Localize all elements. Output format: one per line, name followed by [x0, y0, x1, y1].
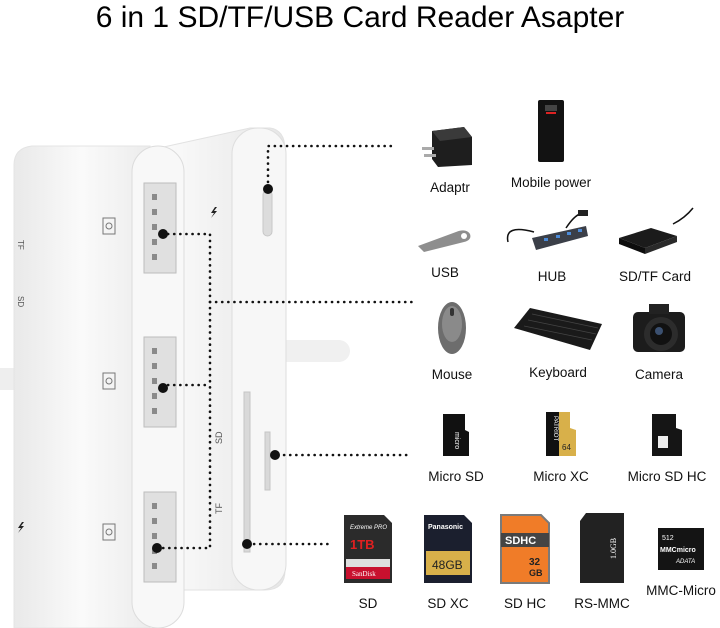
- item-label: SD: [358, 596, 378, 611]
- item-label: Mobile power: [510, 175, 592, 190]
- item-label: Micro SD: [428, 469, 484, 484]
- list-item-camera: Camera: [622, 300, 696, 382]
- sd-slot: [243, 391, 251, 553]
- item-label: MMC-Micro: [646, 583, 716, 598]
- usb-c-port: [262, 189, 273, 237]
- power-adapter-icon: [422, 127, 472, 167]
- item-label: Camera: [634, 367, 683, 382]
- usb-port-1: [143, 182, 177, 274]
- reader-side-face: [231, 127, 287, 591]
- item-label: USB: [431, 265, 459, 280]
- micro-sdhc-card-icon: [652, 414, 682, 456]
- tf-label: TF: [16, 240, 25, 250]
- lightning-icon: [211, 207, 217, 218]
- item-label: Micro XC: [533, 469, 589, 484]
- sdxc-card-icon: Panasonic 48GB: [424, 515, 472, 583]
- usb-port-2: [143, 336, 177, 428]
- tf-slot: [264, 431, 271, 491]
- card-reader-icon: [619, 207, 694, 254]
- list-item-adaptr: Adaptr: [410, 123, 490, 195]
- list-item-sd-tf-card: SD/TF Card: [610, 206, 700, 284]
- svg-text:64: 64: [562, 443, 571, 452]
- mouse-icon: [438, 302, 466, 354]
- list-item-mouse: Mouse: [420, 300, 484, 382]
- left-cable: [0, 368, 16, 390]
- item-label: Micro SD HC: [627, 469, 707, 484]
- sd-slot-label: SD: [214, 431, 224, 444]
- camera-port-icon: [102, 217, 116, 541]
- list-item-micro-sd-hc: Micro SD HC: [622, 412, 712, 484]
- page-title: 6 in 1 SD/TF/USB Card Reader Asapter: [95, 1, 625, 34]
- svg-text:GB: GB: [529, 568, 543, 578]
- svg-text:MMCmicro: MMCmicro: [660, 547, 696, 554]
- list-item-sd: Extreme PRO 1TB SanDisk SD: [338, 513, 398, 611]
- svg-text:32: 32: [529, 557, 541, 568]
- sdhc-card-icon: SDHC 32 GB: [500, 514, 550, 584]
- svg-text:Extreme PRO: Extreme PRO: [350, 525, 387, 531]
- item-label: Adaptr: [430, 180, 470, 195]
- svg-text:SDHC: SDHC: [505, 535, 536, 547]
- item-label: SD/TF Card: [618, 269, 691, 284]
- micro-xc-card-icon: PATRIOT 64: [546, 412, 576, 456]
- micro-sd-card-icon: micro: [443, 414, 469, 456]
- mmc-micro-card-icon: 512 MMCmicro ADATA: [658, 528, 704, 570]
- list-item-mmc-micro: 512 MMCmicro ADATA MMC-Micro: [642, 526, 720, 598]
- list-item-hub: HUB: [500, 208, 604, 284]
- list-item-usb: USB: [412, 222, 478, 280]
- item-label: SD XC: [427, 596, 469, 611]
- list-item-micro-sd: micro Micro SD: [420, 412, 492, 484]
- svg-text:Panasonic: Panasonic: [428, 524, 463, 531]
- camera-icon: [633, 304, 685, 352]
- usb-flash-drive-icon: [418, 230, 471, 252]
- power-bank-icon: [538, 100, 564, 162]
- item-label: Keyboard: [529, 365, 587, 380]
- item-label: RS-MMC: [574, 596, 630, 611]
- item-label: SD HC: [503, 596, 546, 611]
- svg-text:1TB: 1TB: [350, 537, 375, 552]
- svg-text:1.0GB: 1.0GB: [609, 538, 618, 559]
- list-item-mobile-power: Mobile power: [505, 98, 597, 190]
- item-label: HUB: [537, 269, 567, 284]
- item-label: Mouse: [431, 367, 473, 382]
- svg-text:SanDisk: SanDisk: [352, 570, 376, 578]
- usb-port-3: [143, 491, 177, 583]
- tf-slot-label: TF: [214, 503, 224, 514]
- svg-text:512: 512: [662, 535, 674, 542]
- svg-text:micro: micro: [453, 432, 460, 449]
- list-item-sd-xc: Panasonic 48GB SD XC: [418, 513, 478, 611]
- list-item-sd-hc: SDHC 32 GB SD HC: [495, 513, 555, 611]
- lightning-icon: [18, 522, 24, 533]
- list-item-keyboard: Keyboard: [506, 304, 610, 380]
- sd-card-icon: Extreme PRO 1TB SanDisk: [344, 515, 392, 583]
- sd-label: SD: [16, 296, 25, 307]
- svg-text:48GB: 48GB: [432, 558, 463, 572]
- reader-body-front: [13, 145, 151, 628]
- list-item-rs-mmc: 1.0GB RS-MMC: [570, 511, 634, 611]
- keyboard-icon: [514, 308, 602, 350]
- usb-hub-icon: [506, 210, 588, 250]
- svg-text:ADATA: ADATA: [675, 559, 695, 565]
- connector-lines: [160, 144, 414, 550]
- rs-mmc-card-icon: 1.0GB: [580, 513, 624, 583]
- connector-dots: [152, 184, 280, 553]
- list-item-micro-xc: PATRIOT 64 Micro XC: [527, 410, 595, 484]
- svg-text:PATRIOT: PATRIOT: [552, 416, 558, 441]
